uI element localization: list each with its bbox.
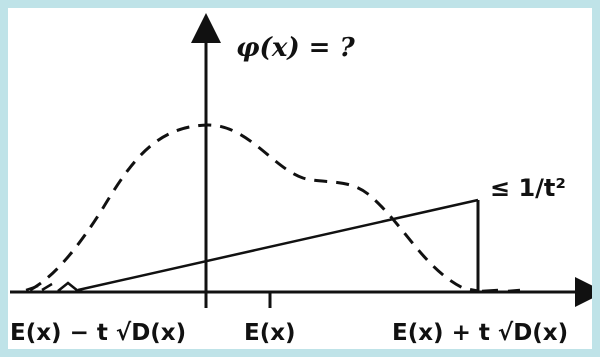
right-tail-marks [481, 288, 521, 293]
x-label-center: E(x) [244, 320, 296, 346]
density-curve [29, 123, 479, 293]
title-label: φ(x) = ? [236, 33, 356, 63]
x-label-left: E(x) − t √D(x) [10, 320, 186, 346]
bound-hypotenuse [77, 198, 479, 292]
chebyshev-diagram: φ(x) = ? ≤ 1/t² E(x) − t √D(x) E(x) E(x)… [10, 13, 592, 346]
x-label-right: E(x) + t √D(x) [392, 320, 568, 346]
diagram-frame: φ(x) = ? ≤ 1/t² E(x) − t √D(x) E(x) E(x)… [8, 8, 592, 349]
bound-label: ≤ 1/t² [490, 174, 566, 202]
left-tail-marks [25, 281, 79, 292]
